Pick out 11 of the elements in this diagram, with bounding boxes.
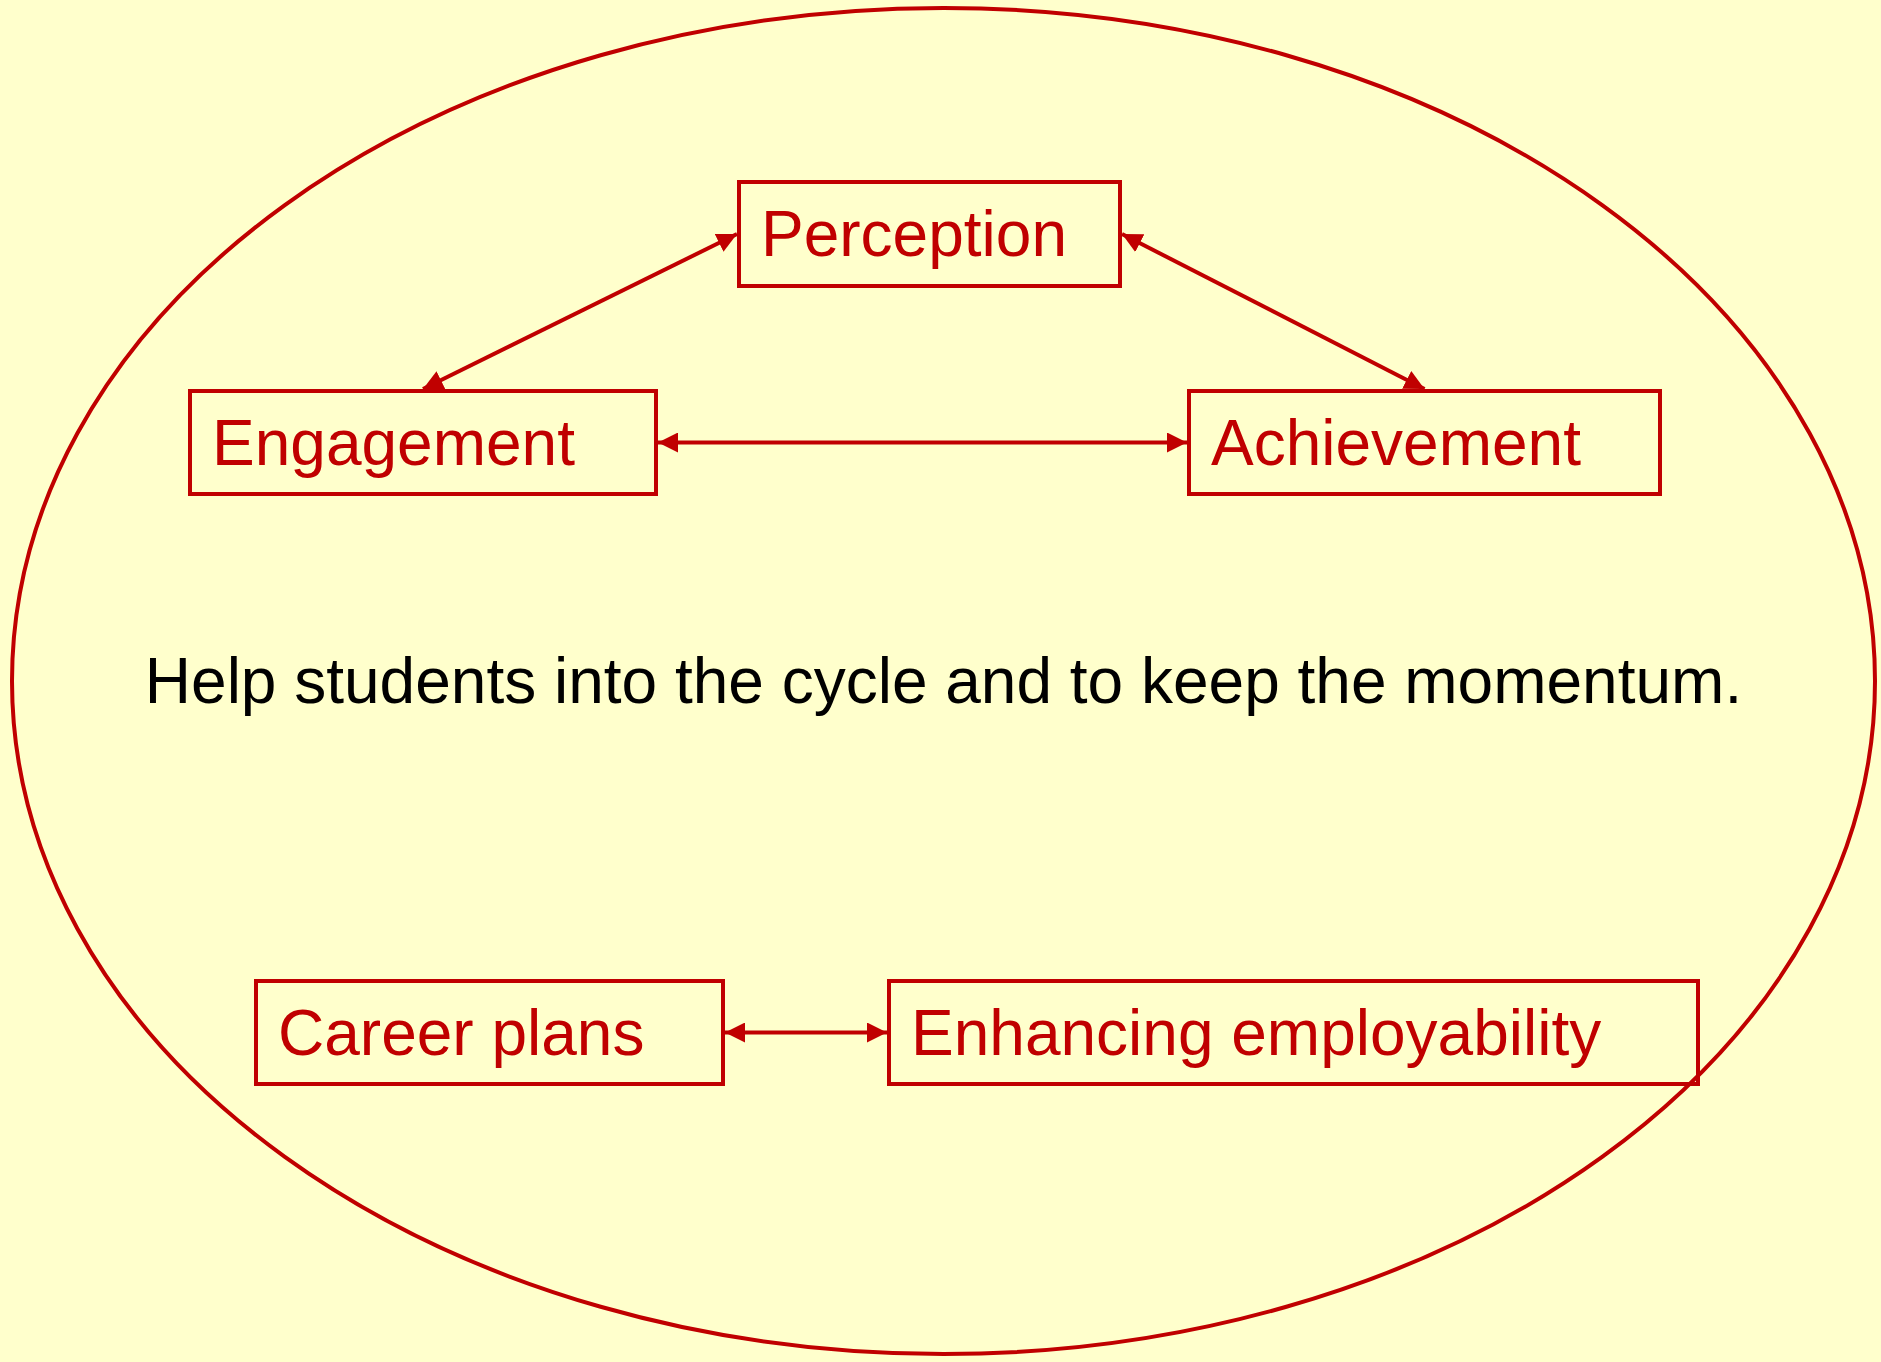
process-box: Achievement: [1187, 389, 1662, 496]
double-arrow: [725, 1022, 887, 1043]
double-arrow: [658, 432, 1187, 453]
double-arrow: [422, 232, 738, 391]
caption-text: Help students into the cycle and to keep the momentum.: [144, 644, 1743, 718]
double-arrow: [1121, 232, 1426, 391]
process-box: Engagement: [188, 389, 658, 496]
process-box: Career plans: [254, 979, 725, 1086]
ellipse-shape: [10, 6, 1877, 1356]
process-box: Enhancing employability: [887, 979, 1700, 1086]
process-box: Perception: [737, 180, 1122, 288]
